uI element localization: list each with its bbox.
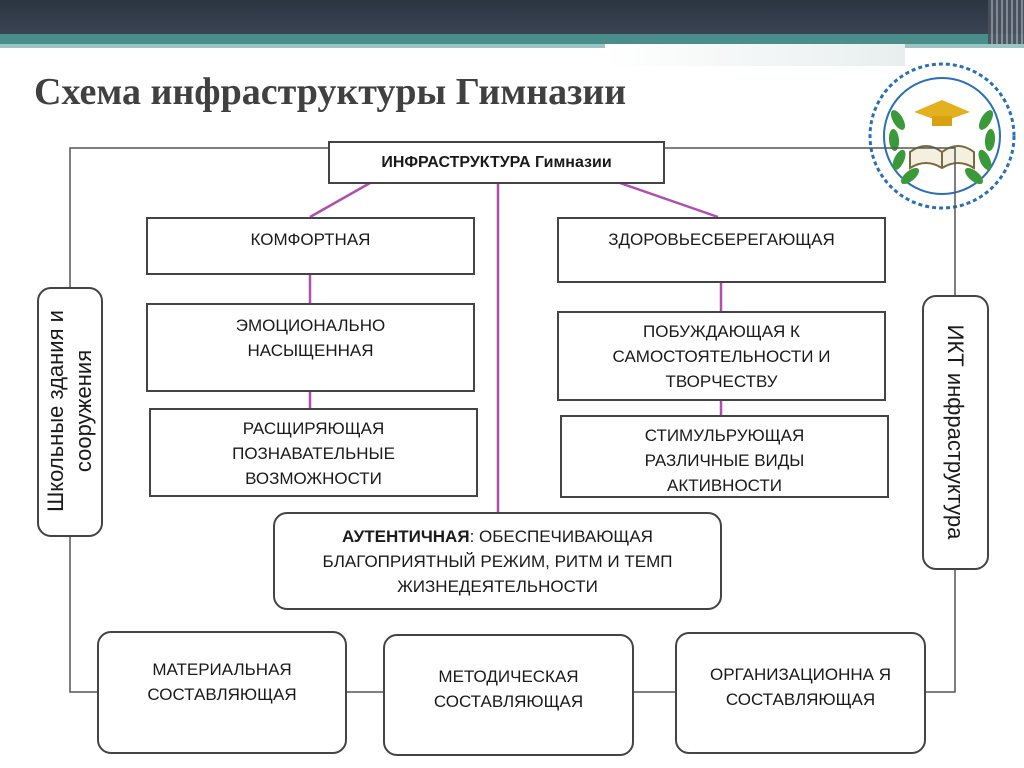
node-material: МАТЕРИАЛЬНАЯ СОСТАВЛЯЮЩАЯ (97, 631, 347, 754)
node-creativity: ПОБУЖДАЮЩАЯ К САМОСТОЯТЕЛЬНОСТИ И ТВОРЧЕ… (557, 311, 886, 401)
connector-left (309, 181, 371, 219)
node-authentic-bold: АУТЕНТИЧНАЯ (342, 527, 470, 546)
side-left-label: Школьные здания и сооружения (43, 310, 96, 512)
node-authentic-text: : ОБЕСПЕЧИВАЮЩАЯ БЛАГОПРИЯТНЫЙ РЕЖИМ, РИ… (322, 527, 673, 596)
node-activity-label: СТИМУЛЬРУЮЩАЯ РАЗЛИЧНЫЕ ВИДЫ АКТИВНОСТИ (644, 426, 805, 495)
node-cognitive-label: РАСЩИРЯЮЩАЯ ПОЗНАВАТЕЛЬНЫЕ ВОЗМОЖНОСТИ (232, 419, 395, 488)
node-health-label: ЗДОРОВЬЕСБЕРЕГАЮЩАЯ (608, 230, 835, 249)
node-methodical: МЕТОДИЧЕСКАЯ СОСТАВЛЯЮЩАЯ (383, 634, 634, 756)
node-creativity-label: ПОБУЖДАЮЩАЯ К САМОСТОЯТЕЛЬНОСТИ И ТВОРЧЕ… (612, 322, 831, 391)
side-right-box (922, 295, 989, 570)
header-bar (0, 0, 1024, 34)
node-comfort-label: КОМФОРТНАЯ (250, 230, 371, 249)
node-emotional-label: ЭМОЦИОНАЛЬНО НАСЫЩЕННАЯ (235, 316, 386, 360)
node-organizational: ОРГАНИЗАЦИОННА Я СОСТАВЛЯЮЩАЯ (675, 632, 926, 754)
node-comfort: КОМФОРТНАЯ (146, 217, 475, 275)
side-right-label: ИКТ инфраструктура (943, 324, 968, 540)
corner-pattern (988, 0, 1024, 44)
connector-right (619, 181, 719, 219)
node-activity: СТИМУЛЬРУЮЩАЯ РАЗЛИЧНЫЕ ВИДЫ АКТИВНОСТИ (560, 415, 889, 498)
node-organizational-label: ОРГАНИЗАЦИОННА Я СОСТАВЛЯЮЩАЯ (710, 665, 891, 709)
school-emblem-icon (868, 62, 1016, 210)
side-left-box (37, 287, 103, 537)
header-highlight (605, 44, 905, 66)
node-material-label: МАТЕРИАЛЬНАЯ СОСТАВЛЯЮЩАЯ (147, 660, 297, 704)
node-emotional: ЭМОЦИОНАЛЬНО НАСЫЩЕННАЯ (146, 303, 475, 392)
node-health: ЗДОРОВЬЕСБЕРЕГАЮЩАЯ (557, 217, 886, 283)
root-label: ИНФРАСТРУКТУРА Гимназии (381, 154, 612, 171)
node-methodical-label: МЕТОДИЧЕСКАЯ СОСТАВЛЯЮЩАЯ (433, 667, 584, 711)
header-stripe-light (0, 44, 1024, 48)
node-authentic: АУТЕНТИЧНАЯ: ОБЕСПЕЧИВАЮЩАЯ БЛАГОПРИЯТНЫ… (273, 512, 722, 610)
page-title: Схема инфраструктуры Гимназии (34, 71, 627, 113)
header-stripe (0, 34, 1024, 44)
root-node: ИНФРАСТРУКТУРА Гимназии (328, 141, 665, 184)
node-cognitive: РАСЩИРЯЮЩАЯ ПОЗНАВАТЕЛЬНЫЕ ВОЗМОЖНОСТИ (149, 408, 478, 497)
